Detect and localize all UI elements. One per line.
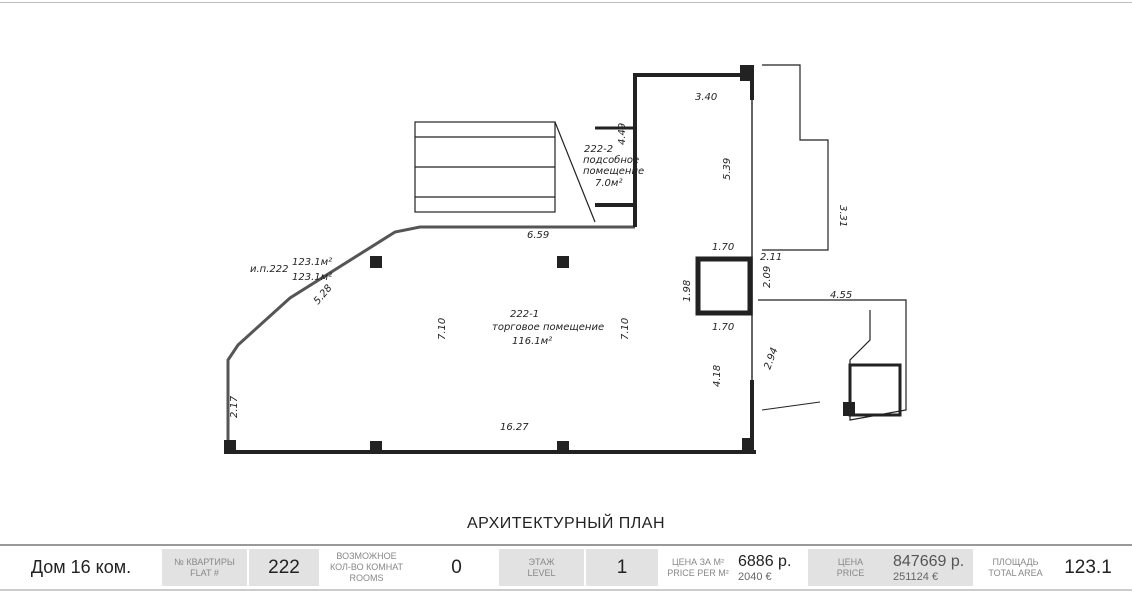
room-name: подсобное [583, 154, 639, 166]
label: ПЛОЩАДЬ [992, 556, 1039, 567]
value-eur: 251124 € [893, 570, 939, 583]
level-value: 1 [586, 549, 658, 586]
label: ROOMS [349, 573, 384, 583]
building-title: Дом 16 ком. [0, 549, 162, 586]
value-eur: 2040 € [738, 570, 772, 583]
flat-value: 222 [249, 549, 319, 586]
room-area: 116.1м² [512, 336, 552, 347]
area-label: 123.1м² [292, 257, 332, 268]
label: ВОЗМОЖНОЕ [336, 551, 397, 561]
elevator-shaft [695, 256, 753, 316]
area-value: 123.1 [1058, 549, 1118, 586]
dimension: 1.98 [682, 280, 693, 302]
room-name: торговое помещение [492, 322, 604, 333]
label: № КВАРТИРЫ [174, 556, 235, 567]
label: FLAT # [190, 567, 219, 578]
dimension: 16.27 [500, 422, 529, 433]
dimension: 6.59 [527, 230, 549, 241]
label: ЭТАЖ [528, 556, 555, 567]
dimension: 4.55 [830, 290, 852, 301]
room-number: 222-1 [510, 309, 539, 320]
dimension: 5.28 [312, 283, 335, 307]
plan-caption: АРХИТЕКТУРНЫЙ ПЛАН [466, 515, 666, 532]
room-name: помещение [583, 166, 644, 177]
value: 0 [451, 556, 462, 578]
dimension: 2.17 [229, 395, 240, 418]
room-area: 7.0м² [595, 178, 622, 189]
label: ЦЕНА [837, 556, 864, 567]
dimension: 4.18 [712, 365, 723, 387]
top-divider [0, 2, 1132, 3]
label: КОЛ-ВО КОМНАТ [329, 562, 404, 572]
value: 222 [268, 556, 300, 578]
floor-plan: и.п.222 123.1м² 123.1м² 222-1 торговое п… [224, 64, 907, 454]
label: TOTAL AREA [988, 567, 1043, 578]
dimension: 3.40 [695, 92, 717, 103]
dimension: 2.11 [760, 252, 782, 263]
dimension: 3.31 [837, 205, 848, 227]
label: ЦЕНА ЗА М² [671, 556, 725, 567]
unit-label: и.п.222 [250, 264, 288, 275]
value: 6886 р. [738, 552, 792, 570]
stairs [414, 121, 596, 223]
label: PRICE PER M² [667, 567, 729, 578]
dimension: 1.70 [712, 322, 734, 333]
ppm-value: 6886 р.2040 € [738, 549, 808, 586]
columns [224, 65, 855, 454]
wall-room2 [633, 73, 754, 227]
value: 847669 р. [893, 552, 965, 570]
price-value: 847669 р.251124 € [893, 549, 973, 586]
label: PRICE [836, 567, 865, 578]
value: 123.1 [1064, 556, 1112, 578]
value: 1 [616, 556, 628, 578]
dimension: 7.10 [437, 318, 448, 340]
room-number: 222-2 [584, 144, 613, 155]
dimension: 2.94 [762, 346, 780, 371]
wall-left [226, 225, 635, 452]
label: LEVEL [527, 567, 556, 578]
dimension: 5.39 [722, 158, 733, 180]
dimension: 1.70 [712, 242, 734, 253]
title-text: Дом 16 ком. [30, 557, 132, 577]
dimension: 2.09 [762, 266, 773, 288]
area-label: 123.1м² [292, 272, 332, 283]
rooms-value: 0 [414, 549, 499, 586]
dimension: 4.49 [617, 123, 628, 145]
dimension: 7.10 [620, 318, 631, 340]
